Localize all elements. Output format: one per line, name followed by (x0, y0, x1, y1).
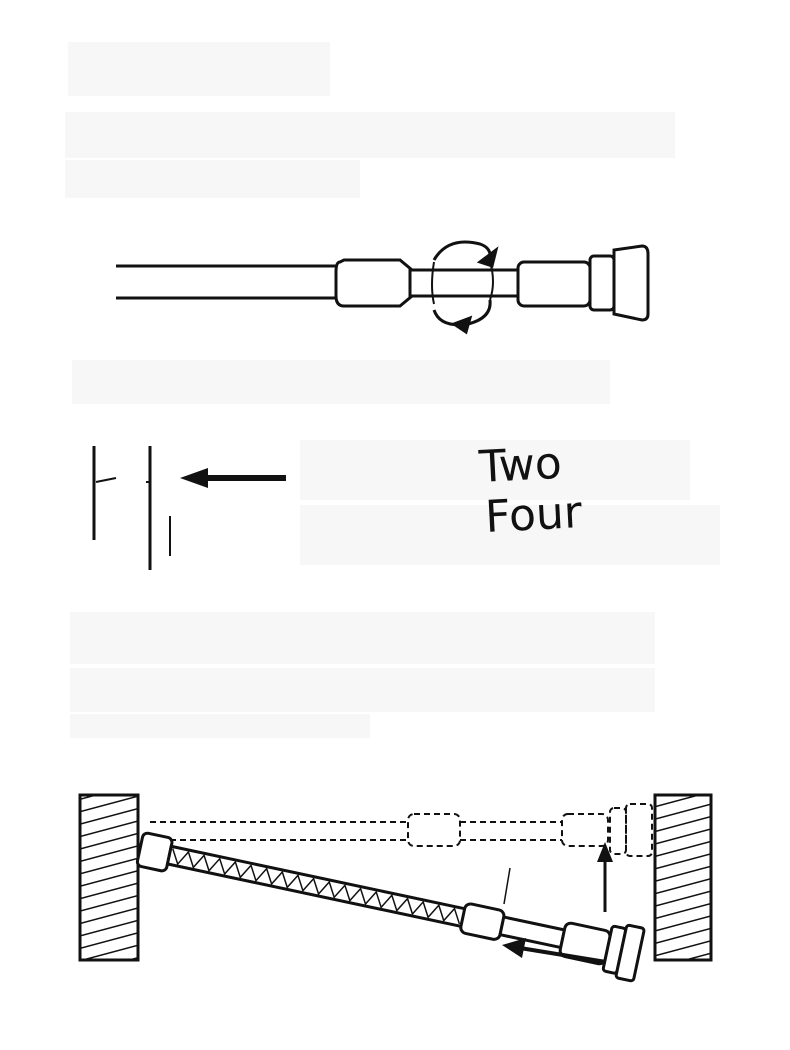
rod-thin-section (408, 268, 522, 298)
blank-text-area-1 (68, 42, 330, 96)
rod-collar-right (516, 260, 592, 308)
blank-text-area-3 (65, 160, 360, 198)
rod-pin (503, 867, 511, 905)
rod-tilted (135, 831, 646, 983)
rod-end-cap (612, 244, 650, 322)
wall-left (78, 793, 140, 962)
rod-ghost-position (150, 803, 653, 857)
rod-end-cap-inner (588, 254, 616, 312)
label-two: Two (477, 438, 563, 493)
blank-text-area-5 (300, 440, 690, 500)
rod-end-view (92, 446, 171, 570)
blank-text-area-2 (65, 112, 675, 158)
blank-text-area-7 (70, 612, 655, 664)
blank-text-area-9 (70, 714, 370, 738)
left-arrow-icon (180, 468, 286, 488)
blank-text-area-8 (70, 668, 655, 712)
up-arrow-icon (597, 842, 613, 912)
blank-text-area-6 (300, 505, 720, 565)
tension-rod-top (116, 244, 650, 322)
wall-right (653, 793, 713, 962)
label-four: Four (484, 487, 584, 543)
rod-collar-left (334, 258, 414, 308)
end-view-notch-left (95, 477, 117, 483)
blank-text-area-4 (72, 360, 610, 404)
left-arrow-icon-bottom (502, 938, 607, 964)
rotate-arrow-icon (431, 240, 499, 335)
